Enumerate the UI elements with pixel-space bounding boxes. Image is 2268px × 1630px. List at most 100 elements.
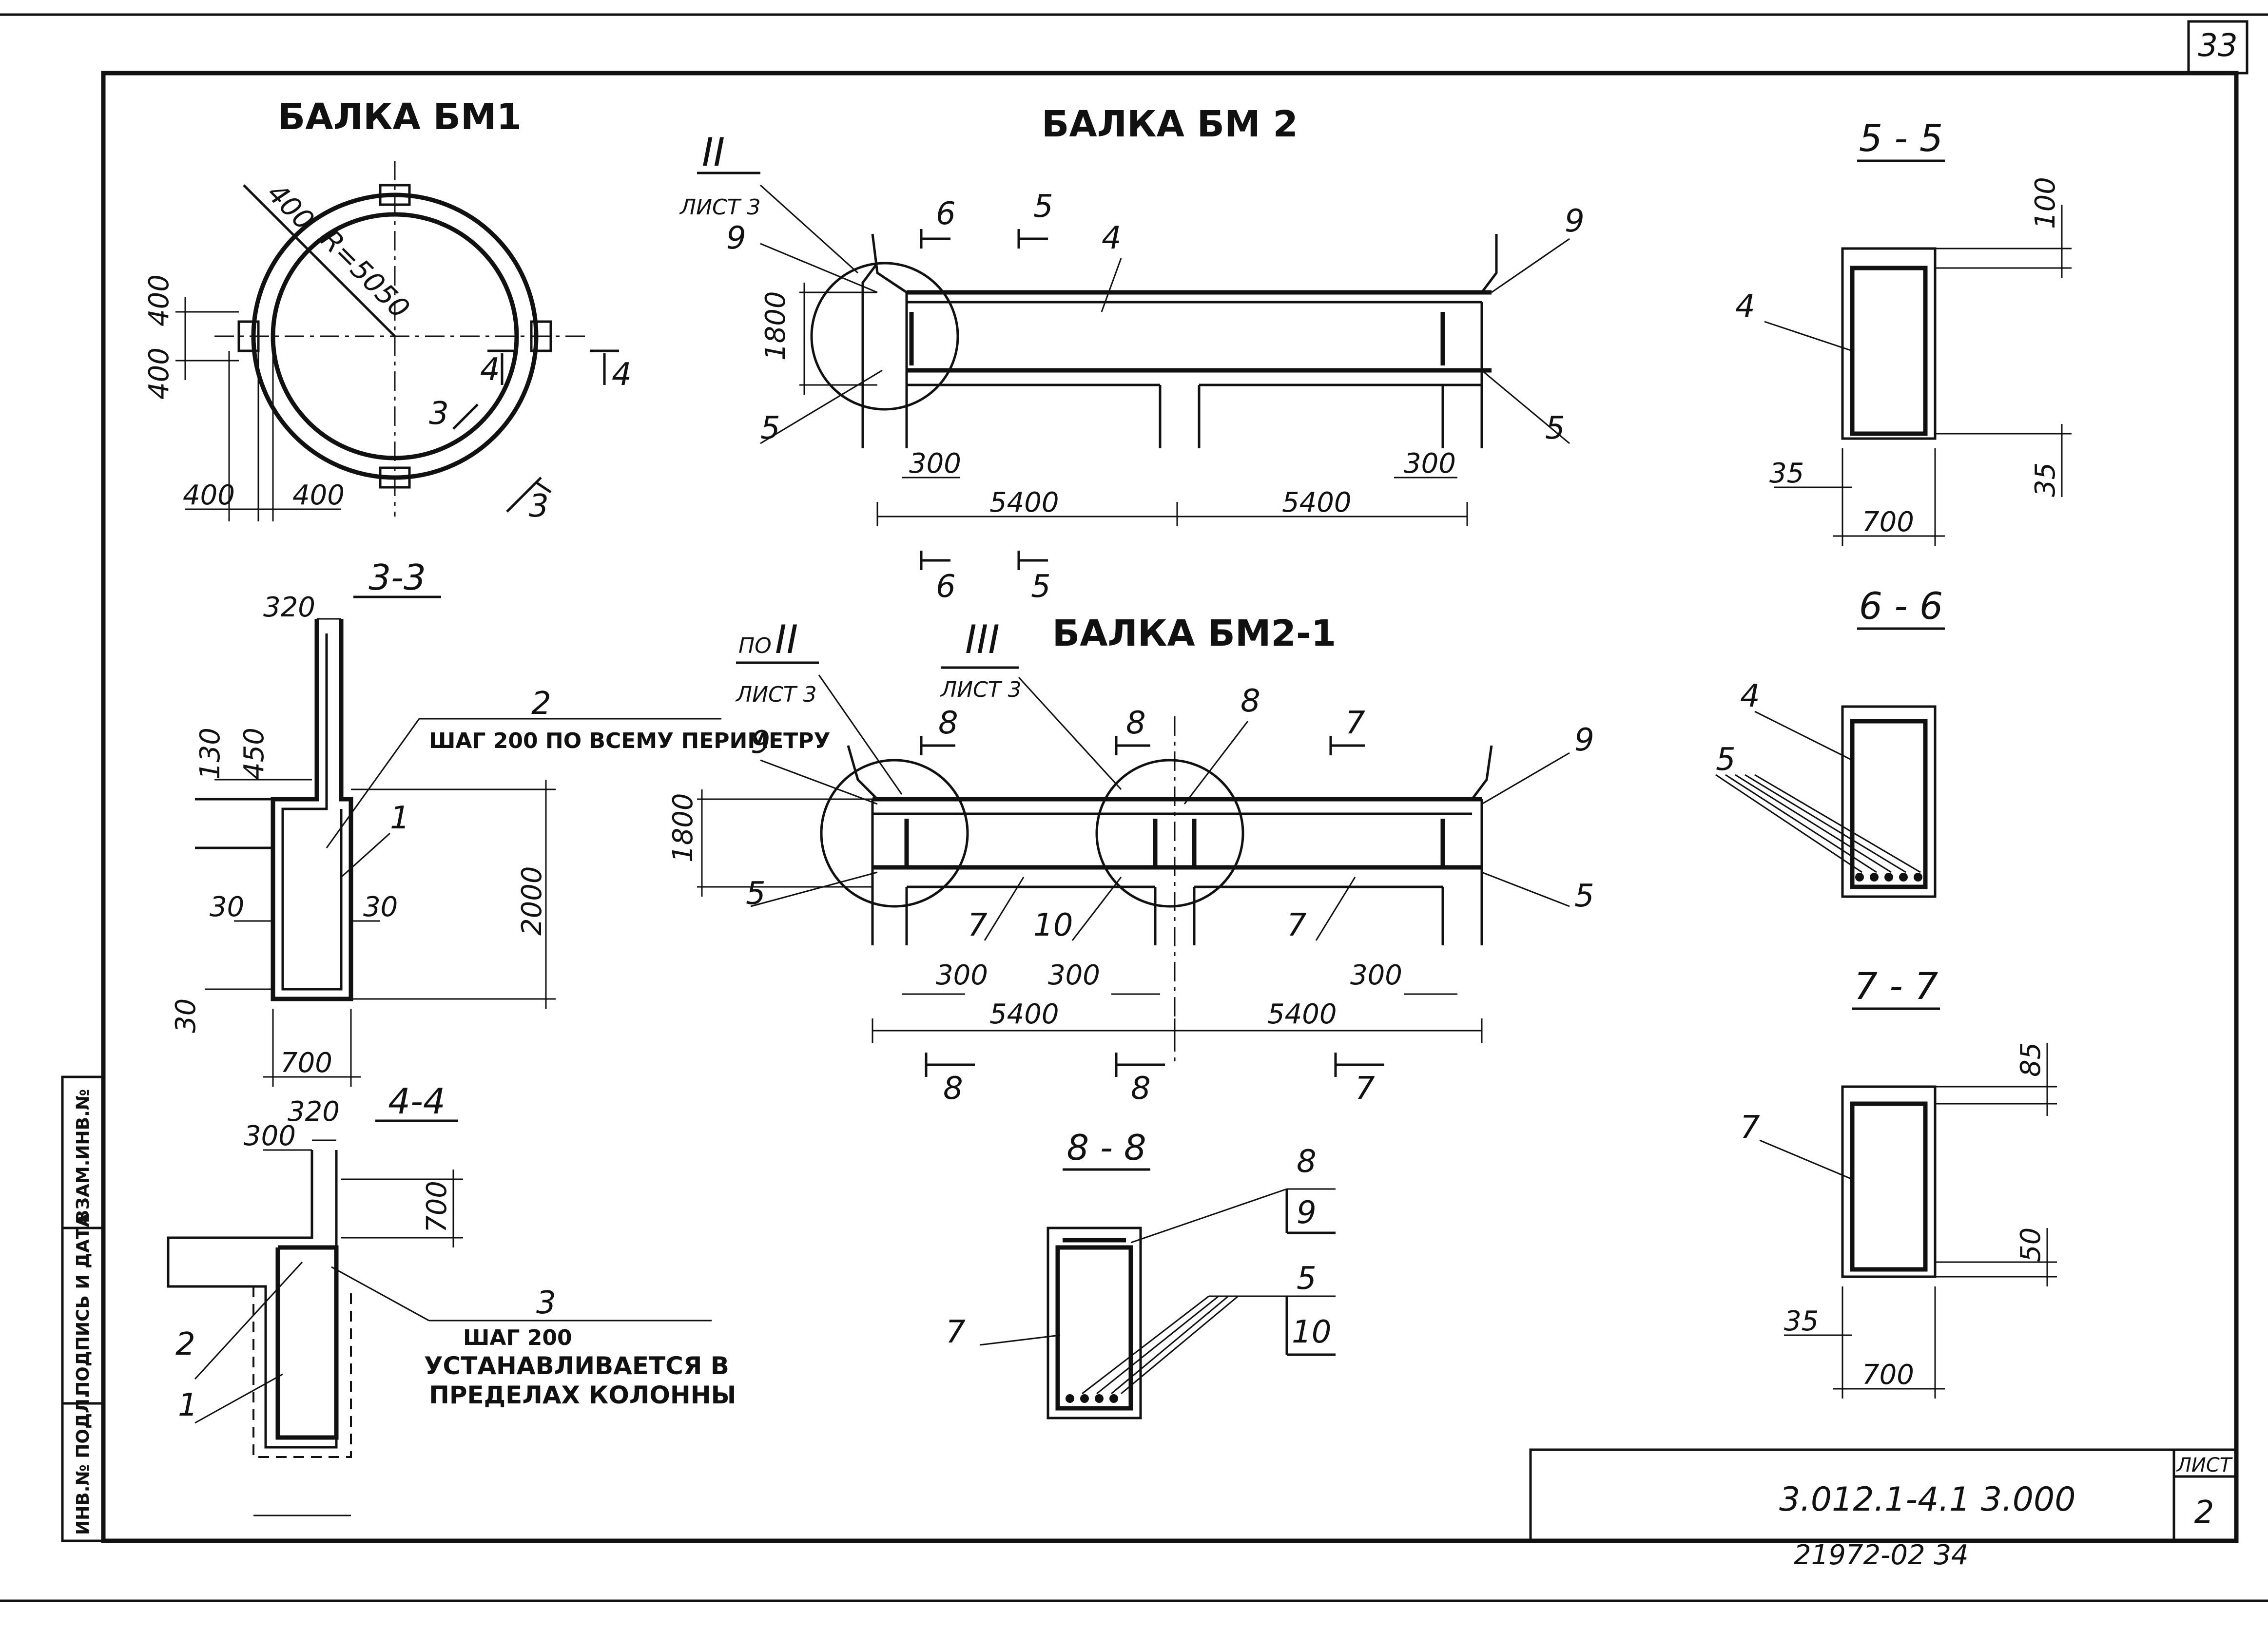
archive-number: 21972-02 34 xyxy=(1794,1539,1969,1571)
s33-dim-450: 450 xyxy=(238,728,270,780)
title-bm2: БАЛКА БМ 2 xyxy=(1042,103,1298,145)
bm2-elevation: 1800 300 300 5400 5400 9 5 9 5 4 II ЛИСТ… xyxy=(679,130,1585,605)
s88-bottom-mark-a: 5 xyxy=(1297,1261,1317,1297)
sheet-frame: 33 xyxy=(0,13,2268,1602)
bm2-1-elevation: 1800 300 300 300 5400 5400 9 5 9 5 7 7 1… xyxy=(667,617,1594,1107)
bm2-1-cut-7-bottom: 7 xyxy=(1355,1071,1375,1107)
bm2-1-height-1800: 1800 xyxy=(667,793,699,863)
section-6-6-title: 6 - 6 xyxy=(1859,584,1943,628)
s77-mark-7: 7 xyxy=(1740,1110,1760,1146)
s44-mark-2: 2 xyxy=(175,1326,195,1362)
side-stamp-signature-date: ПОДПИСЬ И ДАТА xyxy=(73,1213,93,1396)
section-8-8-title: 8 - 8 xyxy=(1066,1127,1146,1168)
s44-dim-320: 320 xyxy=(288,1096,340,1128)
s33-mark-1: 1 xyxy=(390,800,410,836)
bm2-1-ref-iii: III xyxy=(965,617,1000,662)
bm2-dim-300-left: 300 xyxy=(909,448,961,479)
title-bm1: БАЛКА БМ1 xyxy=(278,96,522,138)
bm2-1-cut-8-bottom-b: 8 xyxy=(1131,1071,1151,1107)
bm2-1-ref-po: ПО xyxy=(738,633,772,658)
bm2-1-mark-9-left: 9 xyxy=(751,725,771,761)
section-3-3: 3-3 320 130 450 2000 30 30 30 700 1 2 ША… xyxy=(170,557,830,1087)
bm2-1-ref-ii: II xyxy=(775,617,798,662)
bm2-ref-list3: ЛИСТ 3 xyxy=(679,195,761,220)
bm1-cut-3-b: 3 xyxy=(529,488,549,524)
bm2-1-mark-10: 10 xyxy=(1033,907,1073,943)
sheet-number: 2 xyxy=(2194,1495,2214,1531)
bm2-1-dim-300-a: 300 xyxy=(936,959,988,991)
bm2-mark-4: 4 xyxy=(1102,220,1122,256)
s33-dim-30-bottom: 30 xyxy=(170,998,202,1033)
bm2-1-ref-list3-a: ЛИСТ 3 xyxy=(735,682,817,707)
title-block: 3.012.1-4.1 3.000 ЛИСТ 2 21972-02 34 xyxy=(1529,1448,2238,1571)
bm2-1-cut-8-top-b: 8 xyxy=(1126,705,1146,741)
bm2-1-dim-300-b: 300 xyxy=(1048,959,1100,991)
s66-mark-5: 5 xyxy=(1716,742,1736,778)
bm2-1-cut-8-bottom-a: 8 xyxy=(943,1071,963,1107)
s44-note-step: ШАГ 200 xyxy=(463,1325,572,1350)
section-8-8: 8 - 8 7 8 9 5 10 xyxy=(946,1127,1336,1419)
s55-dim-35-left: 35 xyxy=(1769,458,1804,489)
sheet-label: ЛИСТ xyxy=(2176,1454,2233,1477)
bm2-dim-300-right: 300 xyxy=(1404,448,1456,479)
section-4-4: 4-4 320 300 700 2 1 3 ШАГ 200 УСТАНАВЛИВ… xyxy=(167,1081,736,1516)
bm2-cut-5-bottom: 5 xyxy=(1031,569,1051,605)
bm1-ring-plan: 400 R=5050 400 400 400 400 4 4 3 3 xyxy=(143,161,632,524)
bm2-1-mark-5-right: 5 xyxy=(1574,878,1594,914)
bm1-dim-400-left-b: 400 xyxy=(143,347,175,400)
bm2-height-1800: 1800 xyxy=(760,291,792,361)
bm1-dim-400-left-a: 400 xyxy=(143,274,175,326)
s55-mark-4: 4 xyxy=(1735,288,1755,325)
s33-dim-30-left: 30 xyxy=(210,891,244,923)
bm2-mark-5-left: 5 xyxy=(760,410,780,446)
bm2-mark-9-left: 9 xyxy=(726,220,746,256)
s88-top-mark-a: 8 xyxy=(1297,1144,1317,1180)
section-5-5-title: 5 - 5 xyxy=(1859,116,1943,160)
side-stamp: ВЗАМ.ИНВ.№ ПОДПИСЬ И ДАТА ИНВ.№ ПОДЛ. xyxy=(61,1075,105,1542)
document-code: 3.012.1-4.1 3.000 xyxy=(1779,1480,2076,1519)
page-number: 33 xyxy=(2198,28,2237,64)
s33-dim-2000: 2000 xyxy=(516,866,548,936)
section-4-4-title: 4-4 xyxy=(388,1081,446,1122)
bm1-dim-400-bottom-a: 400 xyxy=(183,479,235,511)
s88-mark-7: 7 xyxy=(946,1314,966,1350)
bm1-dim-400-bottom-b: 400 xyxy=(292,479,345,511)
bm2-1-mark-8: 8 xyxy=(1241,683,1260,719)
s33-dim-130: 130 xyxy=(194,728,226,780)
section-6-6: 6 - 6 4 5 xyxy=(1715,584,1945,898)
bm2-1-span-5400-left: 5400 xyxy=(989,998,1059,1030)
s77-dim-35: 35 xyxy=(1784,1305,1819,1337)
bm2-cut-6-bottom: 6 xyxy=(936,569,956,605)
s55-dim-35-right: 35 xyxy=(2030,462,2061,497)
s55-dim-700: 700 xyxy=(1862,506,1914,538)
bm2-1-cut-7-top: 7 xyxy=(1345,705,1365,741)
s44-mark-3: 3 xyxy=(536,1285,556,1321)
s44-note-installed: УСТАНАВЛИВАЕТСЯ В xyxy=(424,1352,729,1380)
bm2-ref-ii: II xyxy=(702,130,725,175)
side-stamp-replaced-inv: ВЗАМ.ИНВ.№ xyxy=(73,1089,93,1223)
bm1-width-400: 400 xyxy=(261,177,320,237)
bm2-span-5400-right: 5400 xyxy=(1282,487,1352,518)
s77-dim-50: 50 xyxy=(2015,1227,2047,1262)
bm1-cut-4: 4 xyxy=(480,352,500,388)
bm1-cut-3: 3 xyxy=(429,396,449,432)
bm1-radius: R=5050 xyxy=(314,224,415,325)
bm2-1-ref-list3-b: ЛИСТ 3 xyxy=(940,677,1022,702)
s33-dim-30-right: 30 xyxy=(363,891,398,923)
s88-bottom-mark-b: 10 xyxy=(1292,1314,1331,1350)
section-7-7: 7 - 7 85 50 35 700 7 xyxy=(1740,964,2057,1399)
s66-mark-4: 4 xyxy=(1740,678,1760,714)
s77-dim-700: 700 xyxy=(1862,1359,1914,1391)
s77-dim-85: 85 xyxy=(2015,1042,2047,1077)
bm2-1-mark-7-right: 7 xyxy=(1287,907,1307,943)
s88-top-mark-b: 9 xyxy=(1297,1195,1317,1231)
bm2-1-dim-300-c: 300 xyxy=(1350,959,1402,991)
s33-dim-320: 320 xyxy=(263,592,315,623)
s44-note-within-column: ПРЕДЕЛАХ КОЛОННЫ xyxy=(429,1381,736,1409)
bm2-mark-5-right: 5 xyxy=(1545,410,1565,446)
bm2-cut-5-top: 5 xyxy=(1033,189,1053,225)
bm2-1-mark-9-right: 9 xyxy=(1574,722,1594,758)
bm2-mark-9-right: 9 xyxy=(1565,203,1585,239)
bm2-1-mark-7-left: 7 xyxy=(968,907,988,943)
